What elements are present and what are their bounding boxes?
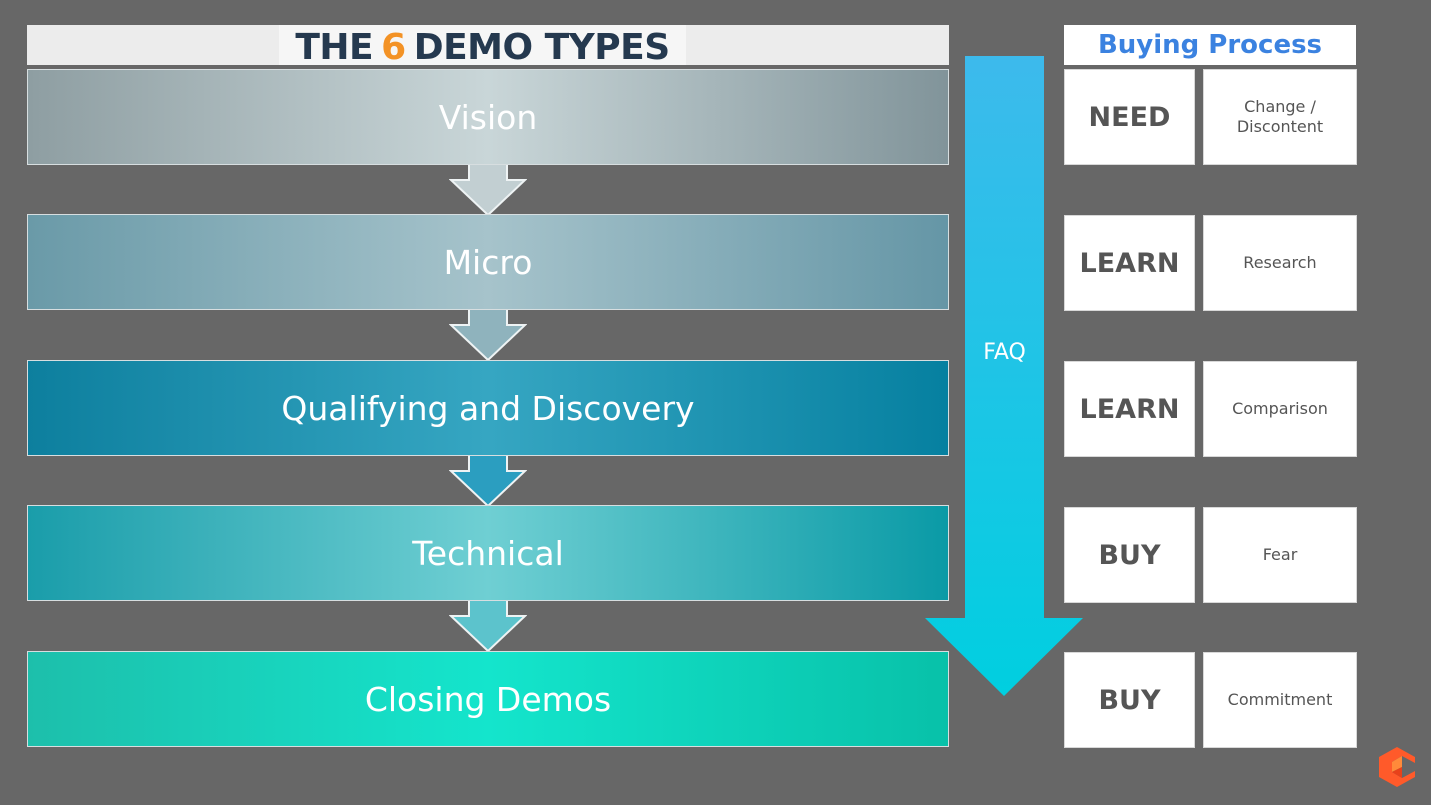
connector-arrow-icon bbox=[449, 455, 527, 508]
connector-arrow-icon bbox=[449, 600, 527, 653]
demo-type-micro: Micro bbox=[27, 214, 949, 310]
stage-description: Commitment bbox=[1203, 652, 1357, 748]
stage-description: Research bbox=[1203, 215, 1357, 311]
demo-type-label: Qualifying and Discovery bbox=[281, 388, 695, 428]
connector-arrow-icon bbox=[449, 309, 527, 362]
demo-type-label: Technical bbox=[412, 533, 564, 573]
faq-down-arrow-icon bbox=[925, 56, 1083, 696]
stage-description: Change / Discontent bbox=[1203, 69, 1357, 165]
stage-buy: BUY bbox=[1064, 652, 1195, 748]
page-title: THE 6 DEMO TYPES bbox=[279, 25, 686, 69]
demo-type-label: Micro bbox=[443, 242, 533, 282]
demo-type-label: Vision bbox=[438, 97, 538, 137]
title-plate bbox=[279, 25, 686, 65]
stage-description: Fear bbox=[1203, 507, 1357, 603]
stage-buy: BUY bbox=[1064, 507, 1195, 603]
stage-learn: LEARN bbox=[1064, 361, 1195, 457]
stage-description: Comparison bbox=[1203, 361, 1357, 457]
stage-learn: LEARN bbox=[1064, 215, 1195, 311]
title-suffix: DEMO TYPES bbox=[413, 26, 670, 68]
brand-logo-icon bbox=[1379, 747, 1415, 787]
connector-arrow-icon bbox=[449, 164, 527, 217]
demo-type-vision: Vision bbox=[27, 69, 949, 165]
buying-process-title: Buying Process bbox=[1064, 25, 1356, 65]
title-number: 6 bbox=[381, 26, 406, 68]
title-prefix: THE bbox=[295, 26, 374, 68]
stage-need: NEED bbox=[1064, 69, 1195, 165]
demo-type-label: Closing Demos bbox=[364, 679, 612, 719]
demo-type-qualifying-discovery: Qualifying and Discovery bbox=[27, 360, 949, 456]
faq-label: FAQ bbox=[983, 340, 1026, 365]
demo-type-technical: Technical bbox=[27, 505, 949, 601]
demo-type-closing: Closing Demos bbox=[27, 651, 949, 747]
